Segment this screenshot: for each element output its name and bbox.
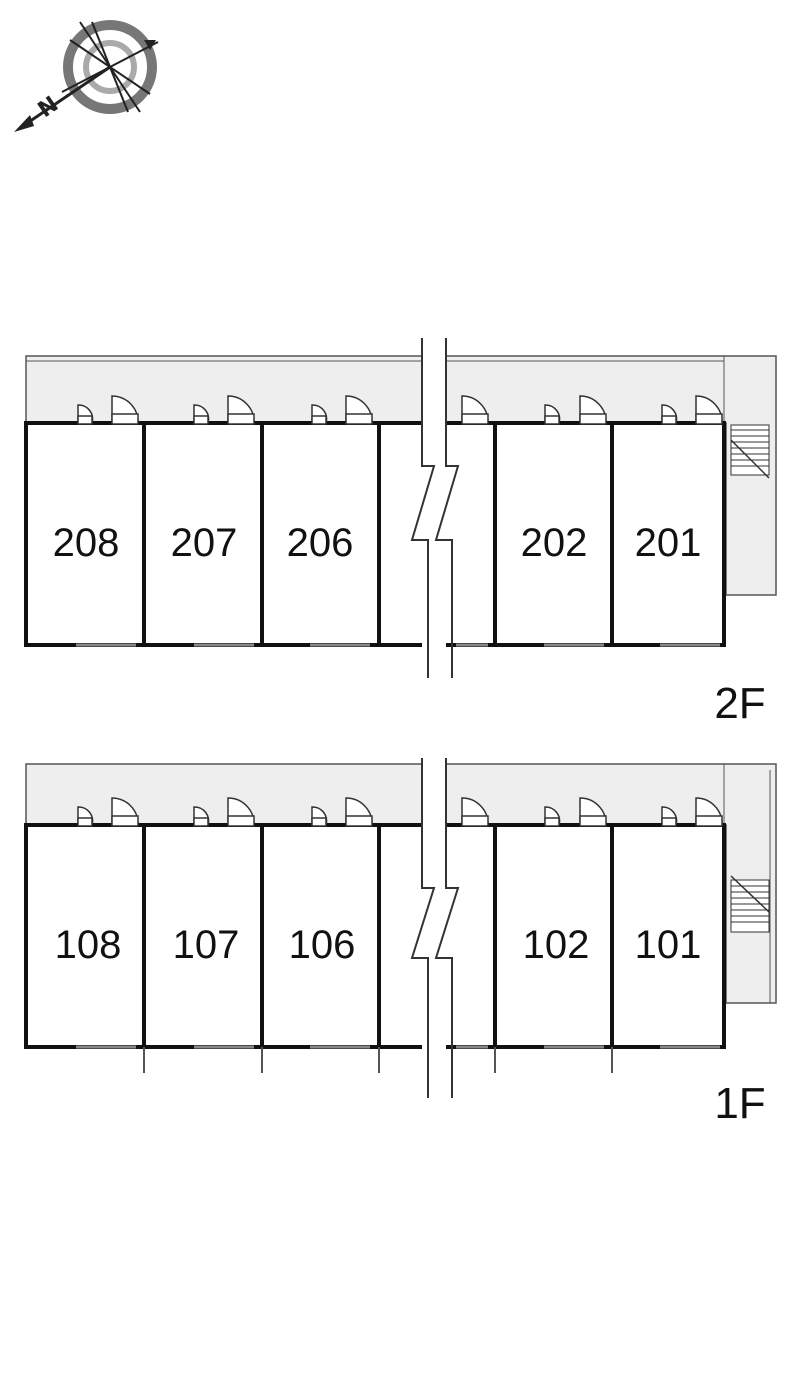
doors-2f — [77, 395, 723, 425]
room-label: 208 — [53, 521, 120, 565]
building-outline-2f — [24, 421, 726, 647]
floor-1f-plan: 108 107 106 102 101 1F — [24, 758, 777, 1128]
break-line-1f — [410, 758, 460, 1100]
room-label: 206 — [287, 521, 354, 565]
room-label: 201 — [635, 521, 702, 565]
staircase-icon — [730, 875, 770, 933]
room-label: 101 — [635, 923, 702, 967]
doors-1f — [77, 797, 723, 827]
compass-rose-icon: N — [14, 20, 159, 132]
room-label: 108 — [55, 923, 122, 967]
room-label: 207 — [171, 521, 238, 565]
staircase-icon — [730, 424, 770, 479]
floor-label-1f: 1F — [714, 1079, 765, 1128]
room-label: 106 — [289, 923, 356, 967]
floor-label-2f: 2F — [714, 679, 765, 728]
room-label: 107 — [173, 923, 240, 967]
room-label: 102 — [523, 923, 590, 967]
room-label: 202 — [521, 521, 588, 565]
floor-2f-plan: 208 207 206 202 201 2F — [24, 338, 777, 728]
break-line-2f — [410, 338, 460, 680]
building-outline-1f — [24, 823, 726, 1049]
compass-north-label: N — [34, 92, 63, 123]
partition-stubs-1f — [143, 1047, 613, 1073]
